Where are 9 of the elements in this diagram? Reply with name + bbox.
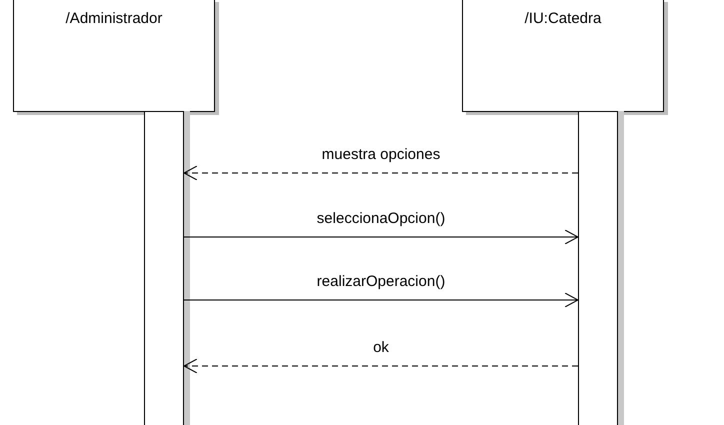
lifeline-name: /IU:Catedra — [524, 10, 602, 27]
return-message-arrow — [184, 358, 578, 374]
message-arrow — [184, 292, 578, 308]
lifeline-name: /Administrador — [64, 10, 164, 27]
return-message-arrow — [184, 166, 578, 180]
edge-label: muestra opciones — [320, 146, 442, 164]
edge-label: seleccionaOpcion() — [314, 210, 448, 228]
edge-label: realizarOperacion() — [314, 273, 448, 291]
message-arrow — [184, 230, 578, 244]
